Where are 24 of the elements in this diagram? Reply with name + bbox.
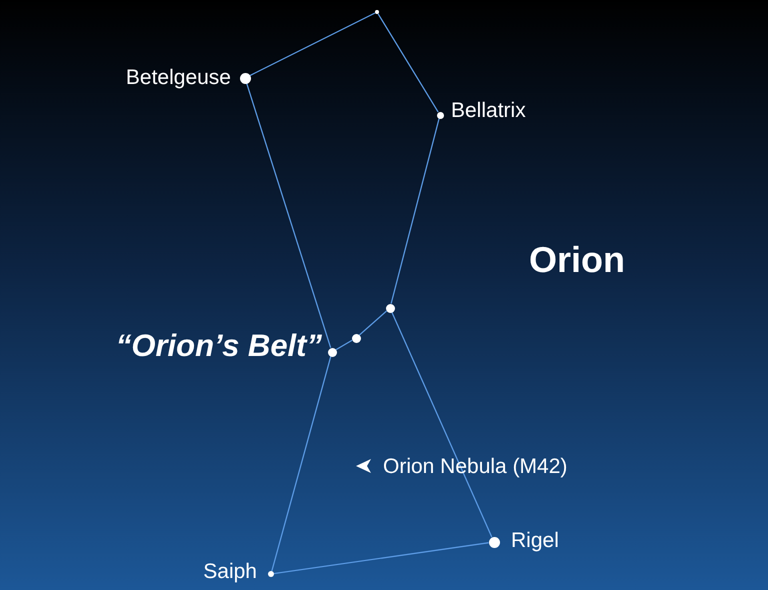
constellation-name: Orion xyxy=(529,242,625,278)
star-dot xyxy=(436,112,444,118)
star-dot xyxy=(374,10,380,14)
star-name: Betelgeuse xyxy=(126,67,231,88)
constellation-line xyxy=(274,542,489,574)
star-name: Bellatrix xyxy=(451,100,526,121)
constellation-line xyxy=(246,83,332,348)
constellation-line xyxy=(390,118,440,304)
constellation-line xyxy=(358,310,388,336)
constellation-line xyxy=(336,340,352,350)
star-dot xyxy=(268,571,274,577)
constellation-line xyxy=(250,12,376,76)
star-dot xyxy=(488,536,500,548)
star-name: Rigel xyxy=(511,530,559,551)
star-dot xyxy=(386,304,394,312)
star-name: Saiph xyxy=(203,561,257,582)
nebula-name: Orion Nebula (M42) xyxy=(383,456,568,476)
star-dot xyxy=(240,72,250,84)
star-dot xyxy=(328,348,336,356)
constellation-line xyxy=(271,356,332,572)
asterism-name: “Orion’s Belt” xyxy=(116,330,322,360)
constellation-line xyxy=(378,14,439,112)
constellation-line xyxy=(391,312,492,538)
star-dot xyxy=(352,334,360,342)
